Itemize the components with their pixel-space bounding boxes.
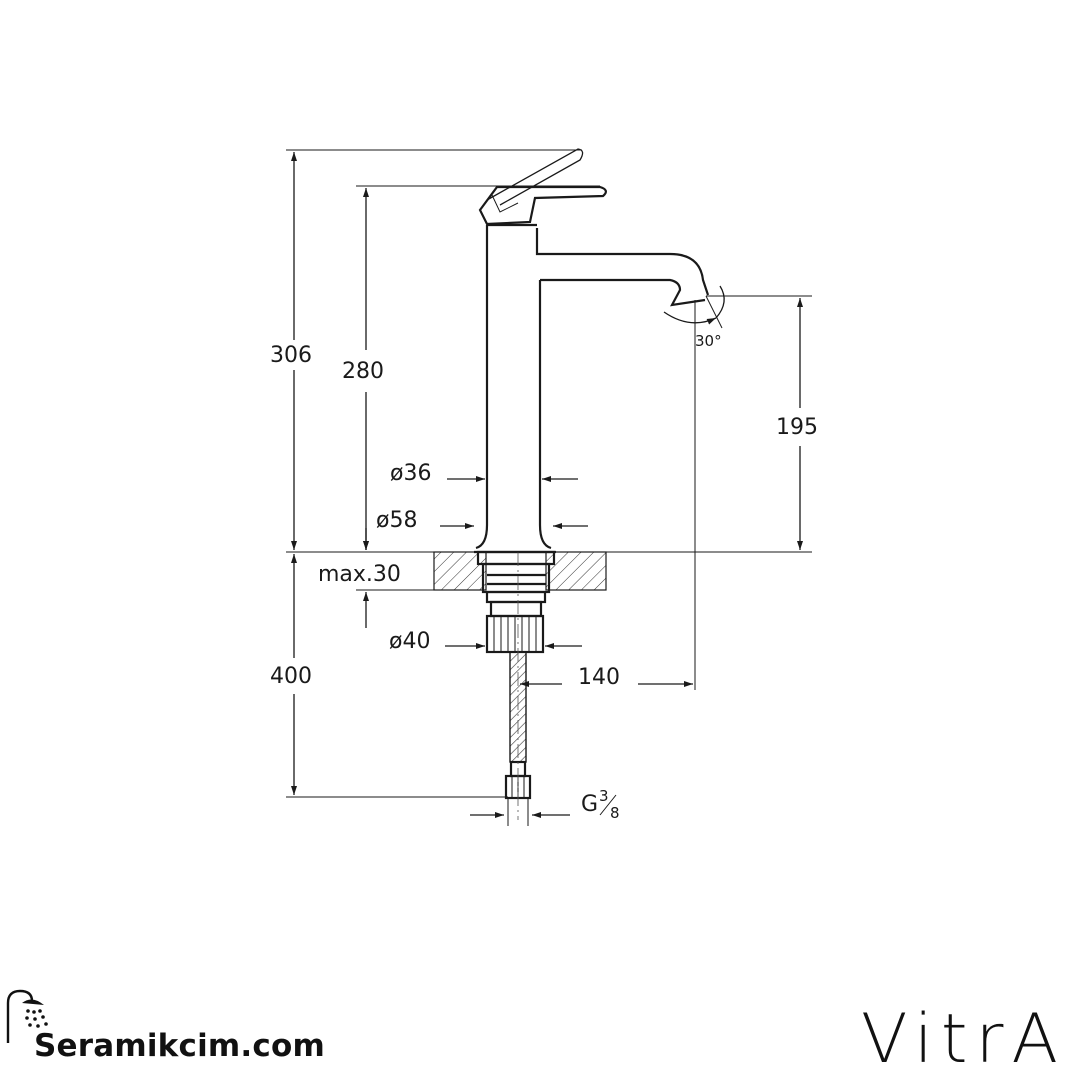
- label-280: 280: [342, 359, 384, 384]
- label-195: 195: [776, 415, 818, 440]
- svg-text:G: G: [581, 792, 598, 817]
- svg-text:3: 3: [599, 787, 609, 805]
- deck-section: [433, 550, 607, 604]
- extension-lines: [286, 149, 812, 798]
- label-140: 140: [578, 665, 620, 690]
- handle-lever: [478, 148, 607, 226]
- mounting-nut: [485, 600, 545, 654]
- maker-logo: VitrA: [860, 1000, 1066, 1079]
- shower-head-icon: [6, 989, 48, 1043]
- dim-thread: [470, 798, 570, 826]
- site-brand-name: Seramikcim.com: [34, 1028, 325, 1064]
- label-max30: max.30: [318, 562, 401, 587]
- dim-angle: [663, 285, 725, 329]
- label-40: ø40: [389, 629, 430, 654]
- label-400: 400: [270, 664, 312, 689]
- label-angle: 30°: [695, 332, 722, 350]
- label-306: 306: [270, 343, 312, 368]
- faucet-body: [475, 223, 710, 550]
- label-36: ø36: [390, 461, 431, 486]
- label-thread: G 3 8: [581, 787, 620, 822]
- label-58: ø58: [376, 508, 417, 533]
- svg-text:8: 8: [610, 804, 620, 822]
